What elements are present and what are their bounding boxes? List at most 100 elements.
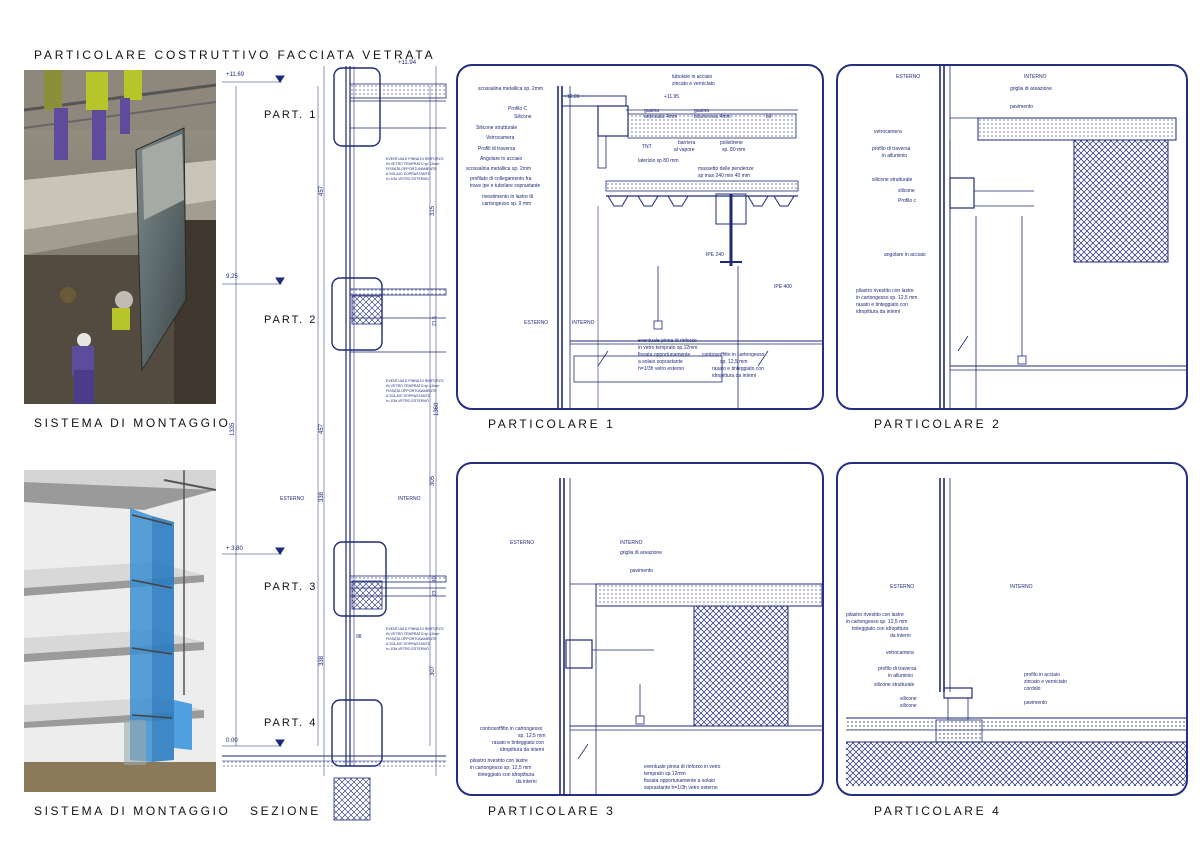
p2-esterno: ESTERNO xyxy=(896,74,920,80)
note-a1: EVENTUALE PINNA DI RINFORZO xyxy=(386,157,444,161)
p4-interno: INTERNO xyxy=(1010,584,1033,590)
note-c5: h=1/3h VETRO ESTERNO xyxy=(386,647,429,651)
construction-photo xyxy=(24,70,216,404)
p3-pavimento: pavimento xyxy=(630,568,653,574)
p4-pilastro1: pilastro rivestito con lastre xyxy=(846,612,904,618)
section-caption: SEZIONE xyxy=(250,804,321,818)
p1-profilato2: trave ipe e tubolare soprastante xyxy=(470,183,541,189)
p4-vetrocamera: vetrocamera xyxy=(886,650,914,656)
p3-pilastro4: da interni xyxy=(516,779,537,785)
p2-interno: INTERNO xyxy=(1024,74,1047,80)
level-top: +11.94 xyxy=(398,60,417,66)
p3-pilastro1: pilastro rivestito con lastre xyxy=(470,758,528,764)
dim-1335: 1335 xyxy=(230,422,236,436)
p1-ipe240: IPE 240 xyxy=(706,252,724,258)
p1-barriera1: barriera xyxy=(678,140,695,146)
p3-contro3: rasato e tinteggiato con xyxy=(492,740,544,746)
p2-pilastro3: rasato e tinteggiato con xyxy=(856,302,908,308)
note-c4: A SOLAIO SOPRASTANTE xyxy=(386,642,431,646)
assembly-model-render xyxy=(24,470,216,792)
p4-cordolo: cordolo xyxy=(1024,686,1041,692)
p1-poli1: polistirene xyxy=(720,140,743,146)
detail-4-panel: ESTERNO INTERNO pilastro rivestito con l… xyxy=(836,462,1188,796)
p1-pinna4: a solaio soprastante xyxy=(638,359,683,365)
note-b2: IN VETRO TEMPRATO sp.12mm xyxy=(386,384,439,388)
dim-307: 307 xyxy=(430,665,436,676)
p1-massetto2: sp max 240 min 40 mm xyxy=(698,173,750,179)
detail-3-caption: PARTICOLARE 3 xyxy=(488,804,616,818)
p1-rivest2: cartongesso sp. 9 mm xyxy=(482,201,531,207)
part2-label: PART. 2 xyxy=(264,314,317,326)
dim-23: 23 xyxy=(432,590,438,596)
detail-2-caption: PARTICOLARE 2 xyxy=(874,417,1002,431)
p1-laterizio: laterizio sp 80 mm xyxy=(638,158,679,164)
section-esterno: ESTERNO xyxy=(280,496,304,502)
level-925: 9.25 xyxy=(226,274,238,280)
p4-pavimento: pavimento xyxy=(1024,700,1047,706)
p1-silicone: Silicone xyxy=(514,114,532,120)
detail-3-panel: ESTERNO INTERNO griglia di areazione pav… xyxy=(456,462,824,796)
p1-contro3: rasato e tinteggiato con xyxy=(712,366,764,372)
p1-guaina2: ardesiata 4mm xyxy=(644,114,677,120)
p3-pinna3: fissata opportunamente a solaio xyxy=(644,778,715,784)
p1-poli2: sp. 80 mm xyxy=(722,147,745,153)
p2-silicone: silicone xyxy=(898,188,915,194)
p3-pinna2: temprato sp.12mm xyxy=(644,771,686,777)
dim-305: 305 xyxy=(430,475,436,486)
note-a3: FISSATA OPPORTUNAMENTE xyxy=(386,167,437,171)
p1-profilato1: profilato di collegamento fra xyxy=(470,176,532,182)
p4-pilastro2: in cartongesso sp. 12,5 mm xyxy=(846,619,907,625)
p3-contro1: controsoffitto in cartongesso xyxy=(480,726,543,732)
p1-pinna5: h=1/3h vetro esterno xyxy=(638,366,684,372)
detail-1-panel: scossalina metallica sp. 2mm Profilo C S… xyxy=(456,64,824,410)
p1-pinna3: fissata opportunamente xyxy=(638,352,690,358)
note-b1: EVENTUALE PINNA DI RINFORZO xyxy=(386,379,444,383)
p1-guaina4: bituminosa 4mm xyxy=(694,114,731,120)
p3-pilastro3: tinteggiato con idropittura xyxy=(478,772,534,778)
note-a4: A SOLAIO SOPRASTANTE xyxy=(386,172,431,176)
dim-338a: 338 xyxy=(319,491,325,502)
p3-contro4: idropittura da interni xyxy=(500,747,544,753)
p1-contro4: idropittura da interni xyxy=(712,373,756,379)
p1-contro2: sp. 12,5 mm xyxy=(720,359,748,365)
p1-ipe400: IPE 400 xyxy=(774,284,792,290)
p4-pilastro3: tinteggiato con idropittura xyxy=(852,626,908,632)
p4-profilo2: in alluminio xyxy=(888,673,913,679)
p1-vetrocamera: Vetrocamera xyxy=(486,135,515,141)
photo2-caption: SISTEMA DI MONTAGGIO xyxy=(34,804,231,818)
note-a5: h=1/3h VETRO ESTERNO xyxy=(386,177,429,181)
page-title: PARTICOLARE COSTRUTTIVO FACCIATA VETRATA xyxy=(34,48,436,62)
p1-profiloc: Profilo C xyxy=(508,106,528,112)
level-380: + 3.80 xyxy=(226,546,244,552)
p1-guaina1: guaina xyxy=(644,108,659,114)
note-b5: h=1/3h VETRO ESTERNO xyxy=(386,399,429,403)
dim-457b: 457 xyxy=(319,423,325,434)
p1-level-1201: +12.01 xyxy=(564,94,580,100)
part3-label: PART. 3 xyxy=(264,581,317,593)
dim-457a: 457 xyxy=(319,185,325,196)
p2-griglia: griglia di areazione xyxy=(1010,86,1052,92)
p1-profili: Profili di traversa xyxy=(478,146,515,152)
level-000: 0.00 xyxy=(226,738,238,744)
p4-profilo1: profilo di traversa xyxy=(878,666,917,672)
p1-interno: INTERNO xyxy=(572,320,595,326)
p2-pilastro2: in cartongesso sp. 12,5 mm xyxy=(856,295,917,301)
detail-1-caption: PARTICOLARE 1 xyxy=(488,417,616,431)
p4-silstrutt: silicone strutturale xyxy=(874,682,915,688)
dim-1360: 1360 xyxy=(434,402,440,416)
note-c1: EVENTUALE PINNA DI RINFORZO xyxy=(386,627,444,631)
p1-tubolare2: zincato e verniciato xyxy=(672,81,715,87)
p3-esterno: ESTERNO xyxy=(510,540,534,546)
p4-silicone2: silicone xyxy=(900,703,917,709)
facade-section: +11.94 +11.69 9.25 + 3.80 0.00 PART. 1 P… xyxy=(222,56,454,824)
p3-pilastro2: in cartongesso sp. 12,5 mm xyxy=(470,765,531,771)
p1-tubolare1: tubolare in acciaio xyxy=(672,74,713,80)
photo1-caption: SISTEMA DI MONTAGGIO xyxy=(34,416,231,430)
part1-label: PART. 1 xyxy=(264,109,317,121)
note-a2: IN VETRO TEMPRATO sp.12mm xyxy=(386,162,439,166)
p1-barriera2: al vapore xyxy=(674,147,695,153)
p2-profilo2: in alluminio xyxy=(882,153,907,159)
p3-pinna4: soprastante h=1/3h vetro esterno xyxy=(644,785,718,791)
p1-bit: bit xyxy=(766,114,772,120)
p2-pilastro4: idropittura da interni xyxy=(856,309,900,315)
